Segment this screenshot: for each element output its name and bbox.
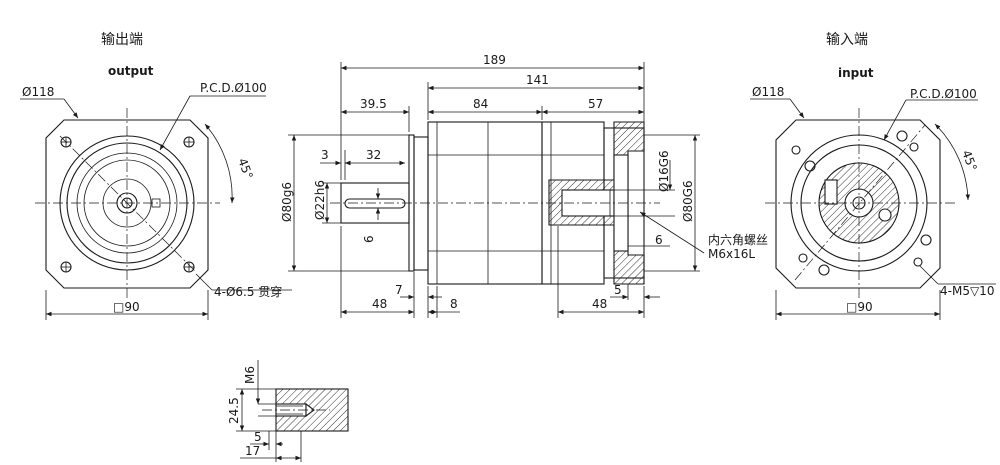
dia-16: Ø16G6 — [657, 150, 671, 192]
dim-57: 57 — [588, 97, 603, 111]
input-pcd-label: P.C.D.Ø100 — [910, 87, 977, 101]
dim-84: 84 — [473, 97, 488, 111]
collar — [413, 136, 429, 271]
input-flange-outline — [775, 119, 941, 289]
side-view: 189 141 39.5 84 57 3 32 6 Ø80g6 Ø22h6 — [280, 53, 768, 318]
dim-48-left: 48 — [372, 297, 387, 311]
input-heading-en: input — [838, 66, 874, 80]
dia-22: Ø22h6 — [313, 180, 327, 220]
dim-7: 7 — [395, 283, 403, 297]
output-heading-cn: 输出端 — [101, 32, 143, 48]
dim-48-right: 48 — [592, 297, 607, 311]
output-dia-118-label: Ø118 — [22, 85, 54, 99]
dim-key-6: 6 — [362, 235, 376, 243]
detail-len5-label: 5 — [254, 430, 262, 444]
input-tapped-label: 4-M5▽10 — [940, 284, 994, 298]
output-pcd-label: P.C.D.Ø100 — [200, 81, 267, 95]
input-tapped-holes — [791, 142, 923, 267]
output-holes-label: 4-Ø6.5 贯穿 — [214, 284, 282, 299]
dim-189: 189 — [483, 53, 506, 67]
detail-len17-label: 17 — [245, 444, 260, 458]
dim-5: 5 — [614, 283, 622, 297]
output-flange-outline — [45, 119, 209, 289]
shaft-thread-detail: M6 24.5 5 17 — [227, 360, 349, 462]
detail-m6-label: M6 — [243, 366, 257, 384]
input-inner-holes — [804, 130, 932, 276]
output-angle-label: 45° — [235, 156, 255, 181]
input-end-view: 输入端 input Ø118 P.C.D.Ø100 45° — [750, 32, 996, 320]
input-heading-cn: 输入端 — [826, 32, 868, 48]
dim-3: 3 — [321, 148, 329, 162]
shaft-keyway — [344, 198, 406, 209]
dia-80-left: Ø80g6 — [280, 182, 294, 222]
dim-32: 32 — [366, 148, 381, 162]
dim-39-5: 39.5 — [360, 97, 387, 111]
dim-141: 141 — [526, 73, 549, 87]
dim-8: 8 — [450, 297, 458, 311]
dia-80-right: Ø80G6 — [681, 180, 695, 222]
input-angle-label: 45° — [959, 148, 979, 173]
input-clamp-hole — [878, 208, 892, 222]
output-heading-en: output — [108, 64, 154, 78]
dim-bore-6: 6 — [655, 233, 663, 247]
output-square-label: □90 — [113, 300, 140, 314]
screw-label-cn: 内六角螺丝 — [708, 233, 768, 247]
input-square-label: □90 — [846, 300, 873, 314]
input-clamp-slot — [824, 179, 838, 205]
screw-label-spec: M6x16L — [708, 247, 755, 261]
output-end-view: 输出端 output Ø118 P.C.D.Ø100 45 — [20, 32, 292, 320]
input-dia-118-label: Ø118 — [752, 85, 784, 99]
detail-depth-label: 24.5 — [227, 397, 241, 424]
